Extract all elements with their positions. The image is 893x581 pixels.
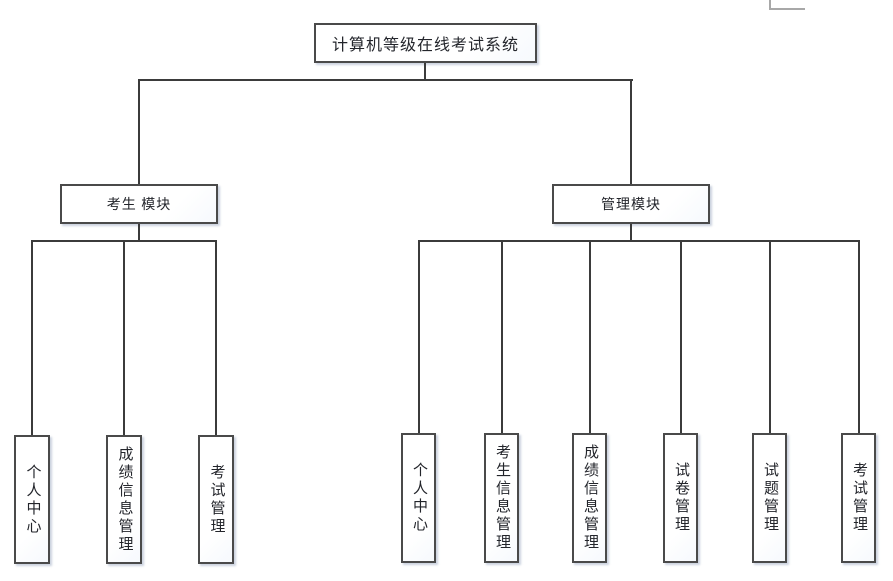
connector-drop-examinee-3 [215,240,217,435]
connector-examinee-stub [138,224,140,242]
node-leaf-label: 试题管理 [762,462,778,534]
connector-drop-admin-1 [418,240,420,433]
node-leaf-label: 考生信息管理 [494,444,510,552]
node-leaf-score-info-mgmt-examinee: 成绩信息管理 [106,435,142,564]
node-leaf-label: 个人中心 [24,463,41,536]
node-leaf-label: 考试管理 [851,462,867,534]
connector-admin-hline [418,240,860,242]
node-branch-examinee-label: 考生 模块 [106,198,172,213]
node-leaf-paper-mgmt: 试卷管理 [663,433,698,563]
node-leaf-label: 考试管理 [208,463,225,536]
node-leaf-label: 个人中心 [411,462,427,534]
node-leaf-examinee-info-mgmt: 考生信息管理 [484,433,519,563]
connector-level1-right-vline [630,79,632,184]
connector-drop-examinee-1 [31,240,33,435]
node-leaf-personal-center-admin: 个人中心 [401,433,436,563]
connector-root-stub [424,63,426,80]
node-branch-examinee: 考生 模块 [60,184,218,224]
connector-drop-examinee-2 [123,240,125,435]
connector-drop-admin-2 [501,240,503,433]
node-root: 计算机等级在线考试系统 [314,23,537,63]
connector-drop-admin-6 [858,240,860,433]
connector-admin-stub [630,224,632,242]
node-leaf-score-info-mgmt-admin: 成绩信息管理 [572,433,607,563]
connector-drop-admin-5 [769,240,771,433]
node-leaf-question-mgmt: 试题管理 [752,433,787,563]
node-branch-admin-label: 管理模块 [601,198,661,213]
node-leaf-label: 成绩信息管理 [582,444,598,552]
connector-drop-admin-3 [589,240,591,433]
node-leaf-exam-mgmt-examinee: 考试管理 [198,435,234,564]
node-leaf-personal-center-examinee: 个人中心 [14,435,50,564]
node-leaf-label: 成绩信息管理 [116,445,133,554]
connector-level1-left-vline [138,79,140,184]
node-branch-admin: 管理模块 [552,184,710,224]
node-root-label: 计算机等级在线考试系统 [331,37,519,54]
cropped-box-corner [769,0,805,10]
node-leaf-exam-mgmt-admin: 考试管理 [841,433,876,563]
connector-level1-hline [138,79,633,81]
node-leaf-label: 试卷管理 [673,462,689,534]
connector-drop-admin-4 [680,240,682,433]
